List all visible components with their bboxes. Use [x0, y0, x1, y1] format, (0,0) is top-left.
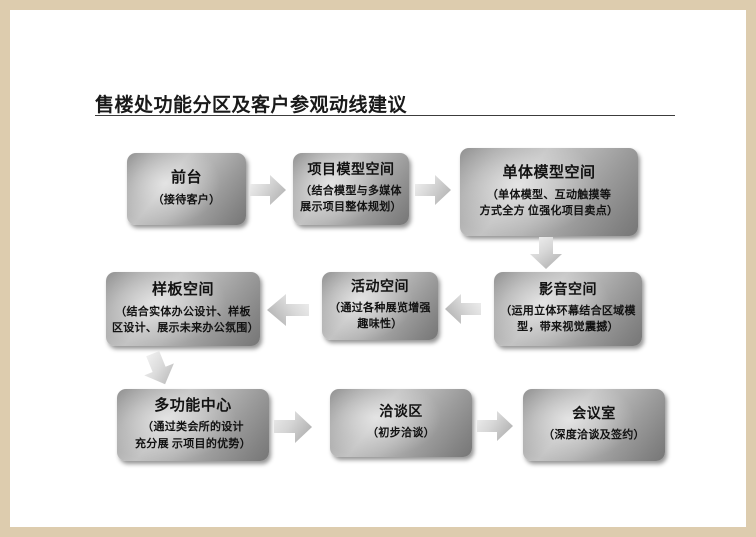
flow-node-desc: （深度洽谈及签约）: [543, 429, 645, 442]
flow-node-unit-model-space[interactable]: 单体模型空间 （单体模型、互动触摸等方式全方 位强化项目卖点）: [460, 148, 638, 236]
flow-node-title: 项目模型空间: [307, 162, 395, 178]
flow-node-title: 影音空间: [539, 282, 597, 298]
title-underline-rule: [95, 115, 675, 116]
arrow-down-icon: [140, 350, 180, 388]
flow-node-title: 单体模型空间: [502, 165, 596, 182]
arrow-left-icon: [444, 293, 482, 325]
flow-node-desc: （结合模型与多媒体展示项目整体规划）: [300, 185, 402, 214]
flow-node-title: 活动空间: [351, 279, 409, 295]
flow-node-meeting-room[interactable]: 会议室 （深度洽谈及签约）: [523, 389, 665, 461]
flow-node-desc: （单体模型、互动触摸等方式全方 位强化项目卖点）: [479, 188, 619, 217]
flow-node-title: 多功能中心: [154, 398, 232, 415]
flow-node-desc: （通过类会所的设计充分展 示项目的优势）: [134, 420, 252, 450]
flow-node-title: 洽谈区: [379, 404, 423, 420]
arrow-right-icon: [249, 174, 287, 206]
arrow-left-icon: [266, 293, 310, 327]
arrow-right-icon: [273, 410, 313, 444]
title-block: 售楼处功能分区及客户参观动线建议: [95, 90, 675, 120]
arrow-down-icon: [529, 236, 563, 270]
flow-node-project-model-space[interactable]: 项目模型空间 （结合模型与多媒体展示项目整体规划）: [293, 153, 409, 225]
flow-node-reception[interactable]: 前台 （接待客户）: [127, 153, 246, 225]
flow-node-negotiation-area[interactable]: 洽谈区 （初步洽谈）: [330, 389, 472, 457]
flow-node-title: 样板空间: [151, 282, 214, 299]
flow-node-av-space[interactable]: 影音空间 （运用立体环幕结合区域模型，带来视觉震撼）: [494, 272, 642, 346]
arrow-right-icon: [476, 410, 514, 442]
flow-node-desc: （通过各种展览增强趣味性）: [329, 302, 431, 331]
arrow-right-icon: [414, 174, 452, 206]
flow-node-showroom-space[interactable]: 样板空间 （结合实体办公设计、样板区设计、展示未来办公氛围）: [106, 272, 260, 346]
flow-node-desc: （接待客户）: [152, 193, 221, 206]
flow-node-title: 会议室: [572, 406, 616, 422]
slide-page: 售楼处功能分区及客户参观动线建议 前台 （接待客户） 项目模型空间 （结合模型与…: [10, 10, 746, 527]
flow-node-desc: （初步洽谈）: [367, 427, 435, 440]
page-title: 售楼处功能分区及客户参观动线建议: [95, 95, 408, 116]
flow-node-activity-space[interactable]: 活动空间 （通过各种展览增强趣味性）: [322, 272, 438, 340]
flow-node-desc: （结合实体办公设计、样板区设计、展示未来办公氛围）: [112, 305, 259, 334]
flow-node-multifunction-center[interactable]: 多功能中心 （通过类会所的设计充分展 示项目的优势）: [117, 389, 269, 461]
flow-node-desc: （运用立体环幕结合区域模型，带来视觉震撼）: [500, 305, 636, 334]
flow-node-title: 前台: [170, 170, 202, 187]
